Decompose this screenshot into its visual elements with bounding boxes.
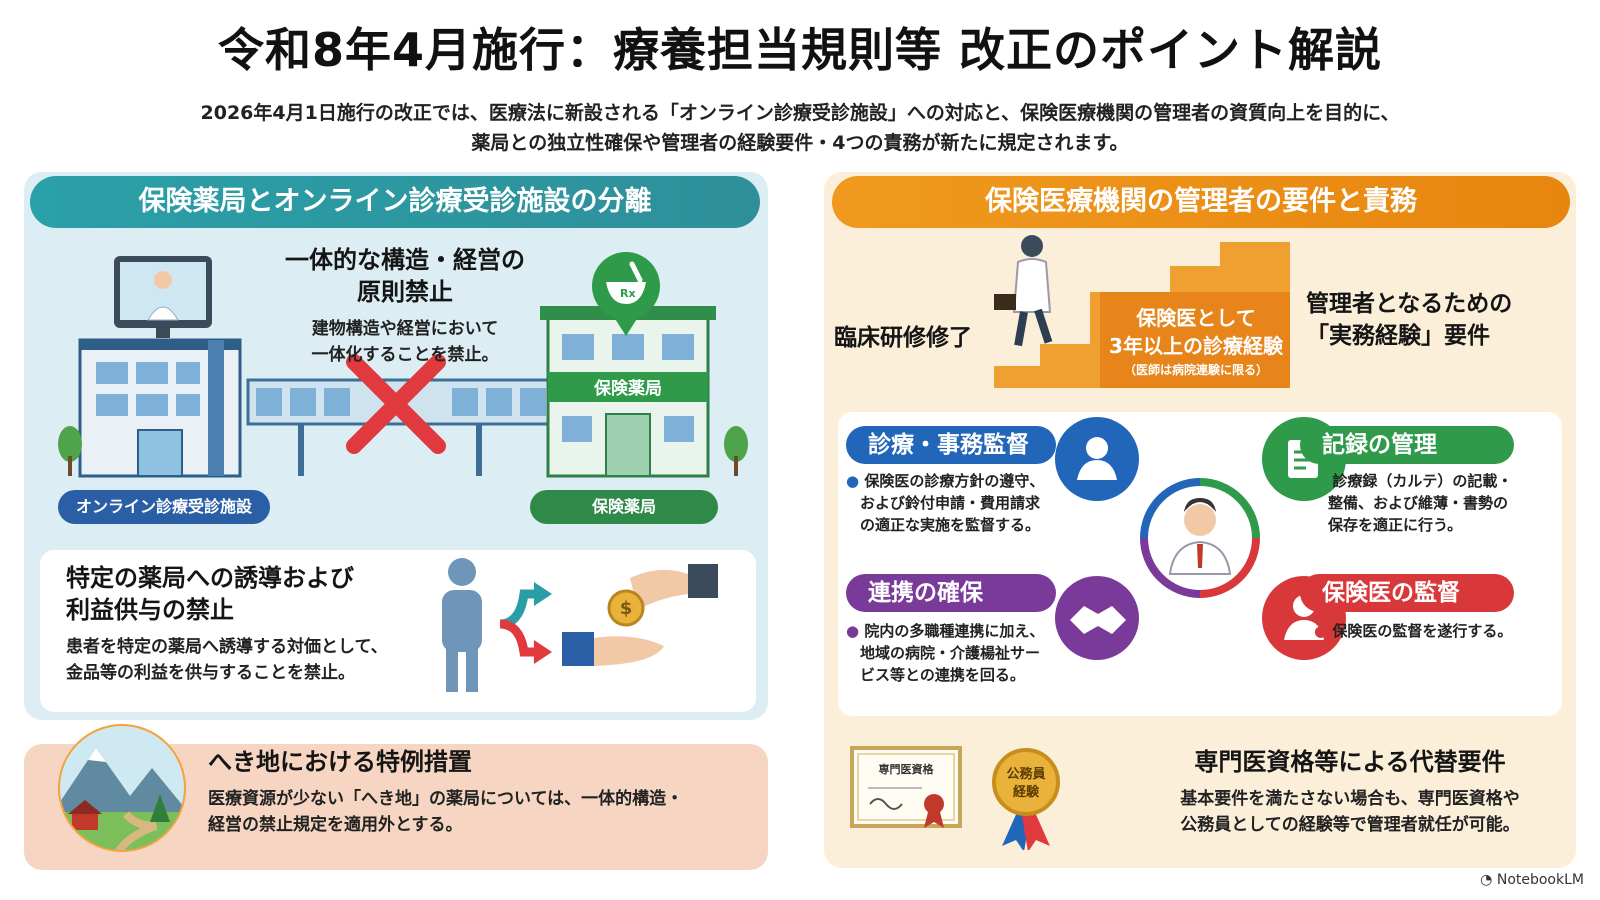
subtitle-line-1: 2026年4月1日施行の改正では、医療法に新設される「オンライン診療受診施設」へ… <box>200 102 1400 124</box>
role-supervision-title: 診療・事務監督 <box>846 426 1056 464</box>
handshake-icon <box>1055 576 1139 660</box>
coin-hand-icon: $ <box>607 564 718 627</box>
role-doctor-supervision-title: 保険医の監督 <box>1300 574 1514 612</box>
separation-heading-line-1: 一体的な構造・経営の <box>285 246 525 274</box>
role-cooperation-text: ● 院内の多職種連携に加え、 地域の病院・介護楊祉サー ビス等との連携を回る。 <box>846 622 1045 684</box>
step-clinical-training: 臨床研修修了 <box>834 325 972 351</box>
medal-line-2: 経験 <box>1013 784 1040 800</box>
online-clinic-building-icon <box>78 338 242 478</box>
alternative-requirement-icons: 専門医資格 公務員 経験 <box>850 746 1060 850</box>
subtitle-line-2: 薬局との独立性確保や管理者の経験要件・4つの責務が新たに規定されます。 <box>471 132 1129 154</box>
patient-icon <box>442 558 482 692</box>
notebooklm-logo-icon: ◔ <box>1480 872 1497 888</box>
role-records-title: 記録の管理 <box>1300 426 1514 464</box>
pharmacy-pin-icon: Rx <box>592 252 660 336</box>
remote-area-text: へき地における特例措置 医療資源が少ない「へき地」の薬局については、一体的構造・… <box>208 744 748 838</box>
receiving-hand-icon <box>562 632 664 666</box>
requirement-line-2: 「実務経験」要件 <box>1306 323 1490 349</box>
medal-line-1: 公務員 <box>1006 766 1045 782</box>
pharmacy-label: 保険薬局 <box>530 490 718 524</box>
inducement-illustration: $ <box>442 558 718 692</box>
duties-hub-diagram <box>1055 417 1346 660</box>
role-records-text: ● 診療録（カルテ）の記載・ 整備、および維薄・書勢の 保存を適正に行う。 <box>1314 472 1513 534</box>
experience-requirement-text: 管理者となるための 「実務経験」要件 <box>1306 288 1546 352</box>
page-title: 令和8年4月施行：療養担当規則等 改正のポイント解説 <box>217 23 1383 77</box>
certificate-label: 専門医資格 <box>879 762 935 776</box>
tree-icon <box>58 426 748 476</box>
inducement-body-line-1: 患者を特定の薬局へ誘導する対価として、 <box>66 637 388 657</box>
separation-body-line-1: 建物構造や経営において <box>311 319 499 339</box>
svg-text:$: $ <box>620 598 633 619</box>
alternative-body-line-1: 基本要件を満たさない場合も、専門医資格や <box>1180 789 1520 809</box>
specialist-certificate-icon: 専門医資格 <box>850 746 962 828</box>
step-experience-note: （医師は病院連験に限る） <box>1123 363 1268 377</box>
separation-text: 一体的な構造・経営の 原則禁止 建物構造や経営において 一体化することを禁止。 <box>270 244 540 368</box>
remote-area-body-line-1: 医療資源が少ない「へき地」の薬局については、一体的構造・ <box>208 789 684 809</box>
split-arrow-icon <box>499 582 552 664</box>
separation-illustration: Rx 保険薬局 <box>58 252 748 478</box>
inducement-body-line-2: 金品等の利益を供与することを禁止。 <box>66 663 355 683</box>
alternative-requirement-text: 専門医資格等による代替要件 基本要件を満たさない場合も、専門医資格や 公務員とし… <box>1140 746 1560 838</box>
role-doctor-supervision-text: ● 保険医の監督を遂行する。 <box>1314 622 1513 640</box>
alternative-body-line-2: 公務員としての経験等で管理者就任が可能。 <box>1180 815 1520 835</box>
online-doctor-monitor-icon <box>114 256 212 338</box>
pharmacy-building-icon <box>540 306 716 478</box>
prohibited-cross-icon <box>346 354 446 454</box>
requirement-line-1: 管理者となるための <box>1306 291 1513 317</box>
role-supervision-text: ● 保険医の診療方針の遵守、 および鈴付申請・費用請求 の適正な実施を監督する。 <box>846 472 1045 534</box>
separation-heading-line-2: 原則禁止 <box>357 278 453 306</box>
remote-area-body-line-2: 経営の禁止規定を適用外とする。 <box>208 815 463 835</box>
page-subtitle: 2026年4月1日施行の改正では、医療法に新設される「オンライン診療受診施設」へ… <box>0 98 1600 158</box>
inducement-heading-line-1: 特定の薬局への誘導および <box>66 564 354 592</box>
remote-area-heading: へき地における特例措置 <box>208 748 472 776</box>
notebooklm-watermark: ◔ NotebookLM <box>1480 872 1584 888</box>
step-experience-line-1: 保険医として <box>1136 306 1256 330</box>
career-stairs-illustration <box>994 235 1290 388</box>
step-experience-line-2: 3年以上の診療経験 <box>1109 334 1283 358</box>
doctor-climbing-icon <box>994 235 1053 347</box>
step-experience-box: 保険医として 3年以上の診療経験 （医師は病院連験に限る） <box>1098 304 1294 380</box>
mountain-village-icon <box>58 724 186 852</box>
supervision-person-icon <box>1055 417 1139 501</box>
rx-symbol: Rx <box>620 287 636 300</box>
civil-service-medal-icon: 公務員 経験 <box>992 748 1060 850</box>
alternative-heading: 専門医資格等による代替要件 <box>1194 748 1506 776</box>
manager-doctor-icon <box>1168 498 1232 575</box>
online-facility-label: オンライン診療受診施設 <box>58 490 270 524</box>
right-banner: 保険医療機関の管理者の要件と責務 <box>832 176 1570 228</box>
left-banner: 保険薬局とオンライン診療受診施設の分離 <box>30 176 760 228</box>
separation-body-line-2: 一体化することを禁止。 <box>311 345 499 365</box>
inducement-heading-line-2: 利益供与の禁止 <box>66 596 234 624</box>
role-cooperation-title: 連携の確保 <box>846 574 1056 612</box>
inducement-text: 特定の薬局への誘導および 利益供与の禁止 患者を特定の薬局へ誘導する対価として、… <box>66 562 446 686</box>
pharmacy-sign: 保険薬局 <box>593 378 662 399</box>
